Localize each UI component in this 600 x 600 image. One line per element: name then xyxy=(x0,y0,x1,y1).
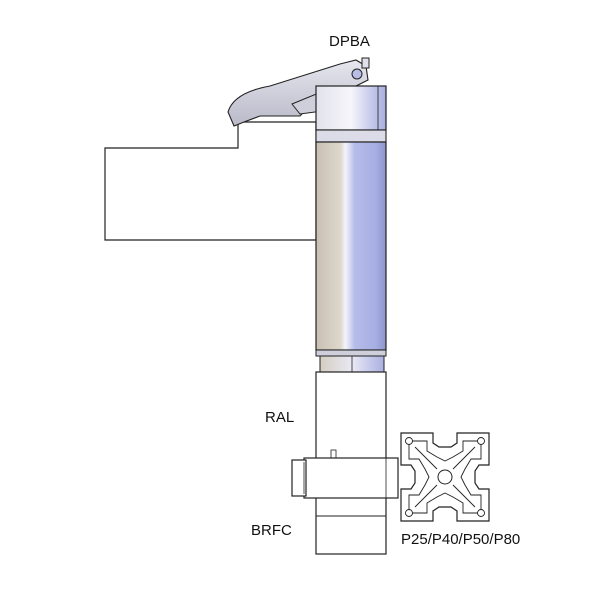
bracket-label: BRFC xyxy=(251,522,292,539)
profile-label: P25/P40/P50/P80 xyxy=(401,531,521,548)
bracket-clamp xyxy=(303,457,399,499)
clamp-label: DPBA xyxy=(329,33,370,50)
pivot-pin-top xyxy=(351,68,363,80)
clamp-arm xyxy=(227,59,369,127)
pivot-stop xyxy=(361,57,370,69)
rod-adapter-label: RAL xyxy=(265,409,295,426)
cylinder-end-cap xyxy=(315,349,387,357)
workpiece-block xyxy=(104,121,317,241)
clamp-collar xyxy=(315,129,387,143)
clamp-head xyxy=(315,85,387,131)
cylinder-body xyxy=(315,141,387,351)
bracket-bolt xyxy=(291,459,307,497)
aluminum-profile xyxy=(400,432,490,522)
